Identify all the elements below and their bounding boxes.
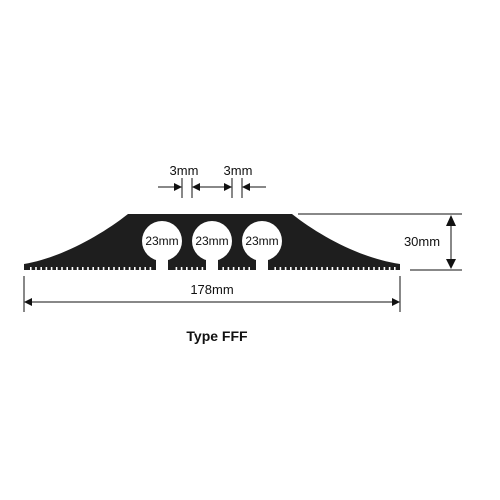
- base-rib-notch: [326, 267, 328, 270]
- base-rib-notch: [201, 267, 204, 270]
- base-rib-notch: [113, 267, 115, 270]
- base-rib-notch: [336, 267, 339, 270]
- base-rib-notch: [128, 267, 131, 270]
- base-rib-notch: [108, 267, 110, 270]
- base-rib-notch: [71, 267, 74, 270]
- channel-2-label: 23mm: [195, 234, 228, 248]
- base-rib-notch: [305, 267, 308, 270]
- cable-channel-1: [142, 221, 182, 270]
- base-rib-notch: [284, 267, 287, 270]
- channel-3-label: 23mm: [245, 234, 278, 248]
- base-rib-notch: [394, 267, 396, 270]
- base-rib-notch: [331, 267, 334, 270]
- profile-base-ribs: [30, 267, 396, 270]
- base-rib-notch: [347, 267, 349, 270]
- base-rib-notch: [82, 267, 84, 270]
- base-rib-notch: [248, 267, 250, 270]
- base-rib-notch: [352, 267, 354, 270]
- base-rib-notch: [76, 267, 79, 270]
- base-rib-notch: [316, 267, 318, 270]
- base-rib-notch: [149, 267, 152, 270]
- base-rib-notch: [321, 267, 323, 270]
- base-rib-notch: [191, 267, 193, 270]
- gap-label-1: 3mm: [170, 163, 199, 178]
- base-rib-notch: [45, 267, 48, 270]
- base-rib-notch: [123, 267, 126, 270]
- base-rib-notch: [50, 267, 53, 270]
- base-rib-notch: [232, 267, 235, 270]
- base-rib-notch: [300, 267, 302, 270]
- base-rib-notch: [274, 267, 276, 270]
- base-rib-notch: [227, 267, 230, 270]
- width-label: 178mm: [190, 282, 233, 297]
- cable-channel-3: [242, 221, 282, 270]
- base-rib-notch: [357, 267, 360, 270]
- base-rib-notch: [118, 267, 120, 270]
- base-rib-notch: [97, 267, 100, 270]
- height-dimension: [298, 213, 462, 271]
- base-rib-notch: [196, 267, 198, 270]
- gap-dimension-2: [216, 178, 266, 198]
- base-rib-notch: [222, 267, 224, 270]
- base-rib-notch: [61, 267, 63, 270]
- width-dimension: [23, 276, 401, 312]
- base-rib-notch: [66, 267, 68, 270]
- base-rib-notch: [295, 267, 297, 270]
- base-rib-notch: [134, 267, 136, 270]
- base-rib-notch: [56, 267, 58, 270]
- base-rib-notch: [35, 267, 37, 270]
- base-rib-notch: [139, 267, 141, 270]
- base-rib-notch: [30, 267, 32, 270]
- cable-channel-2: [192, 221, 232, 270]
- base-rib-notch: [383, 267, 386, 270]
- base-rib-notch: [243, 267, 245, 270]
- base-rib-notch: [144, 267, 146, 270]
- gap-label-2: 3mm: [224, 163, 253, 178]
- base-rib-notch: [40, 267, 42, 270]
- base-rib-notch: [368, 267, 370, 270]
- cable-protector-profile: 23mm 23mm 23mm: [24, 214, 400, 270]
- base-rib-notch: [378, 267, 380, 270]
- base-rib-notch: [290, 267, 292, 270]
- base-rib-notch: [362, 267, 365, 270]
- base-rib-notch: [102, 267, 105, 270]
- base-rib-notch: [373, 267, 375, 270]
- gap-dimension-1: [158, 178, 216, 198]
- base-rib-notch: [342, 267, 344, 270]
- base-rib-notch: [87, 267, 89, 270]
- base-rib-notch: [175, 267, 178, 270]
- base-rib-notch: [186, 267, 188, 270]
- base-rib-notch: [310, 267, 313, 270]
- base-rib-notch: [238, 267, 240, 270]
- base-rib-notch: [388, 267, 391, 270]
- base-rib-notch: [279, 267, 282, 270]
- height-label: 30mm: [404, 234, 440, 249]
- channel-1-label: 23mm: [145, 234, 178, 248]
- diagram-title: Type FFF: [186, 328, 248, 344]
- base-rib-notch: [92, 267, 94, 270]
- base-rib-notch: [180, 267, 183, 270]
